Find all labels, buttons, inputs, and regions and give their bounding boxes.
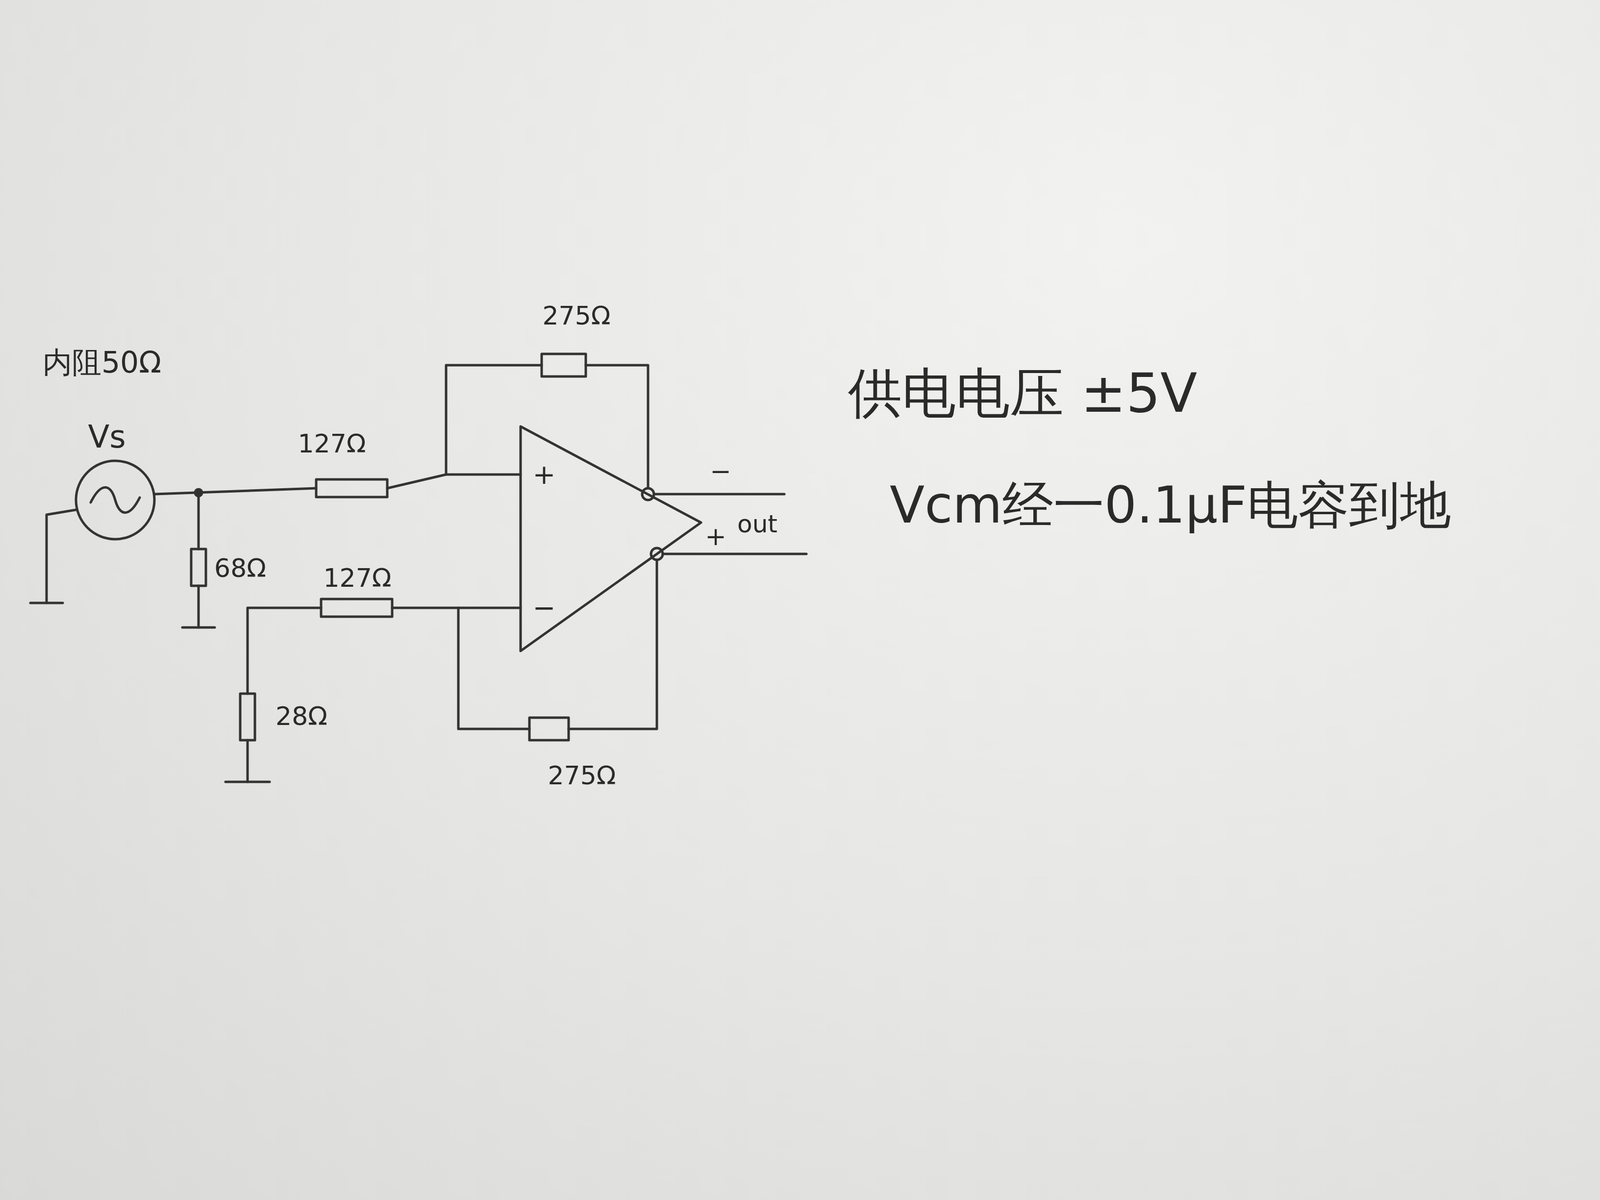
opamp-triangle	[520, 426, 701, 651]
wire	[387, 474, 521, 489]
resistor-value: 68Ω	[214, 554, 267, 583]
opamp-node: +−	[520, 426, 701, 651]
note: Vcm经一0.1μF电容到地	[889, 476, 1451, 533]
wire	[392, 606, 521, 610]
ground-symbol	[182, 626, 215, 629]
resistor-symbol	[541, 353, 586, 377]
wire	[458, 607, 530, 729]
wire	[46, 509, 76, 603]
wire	[154, 488, 317, 495]
output-sign: −	[709, 457, 732, 486]
resistor-value: 275Ω	[542, 301, 611, 330]
ground-symbol	[30, 601, 63, 605]
resistor-symbol	[240, 693, 255, 741]
note: 供电电压 ±5V	[848, 363, 1198, 424]
resistor-value: 28Ω	[275, 702, 328, 731]
ground-symbol	[225, 780, 270, 784]
sine-symbol	[90, 487, 140, 513]
output-sign: +	[704, 522, 727, 551]
wire	[446, 365, 542, 475]
source-name: Vs	[87, 419, 126, 454]
source-impedance: 内阻50Ω	[42, 346, 162, 379]
resistor-symbol	[529, 717, 569, 741]
resistor-value: 127Ω	[298, 429, 367, 458]
wire	[246, 740, 250, 782]
resistor-symbol	[321, 599, 393, 617]
input-sign: +	[532, 460, 556, 489]
resistor-symbol	[316, 479, 388, 498]
wire	[653, 493, 785, 496]
resistor-symbol	[191, 549, 206, 586]
wire	[585, 365, 649, 489]
input-sign: −	[532, 594, 556, 622]
wire	[247, 607, 322, 694]
wire	[197, 492, 200, 550]
wire	[197, 585, 200, 628]
pin-name: out	[737, 510, 778, 538]
resistor-value: 127Ω	[323, 564, 392, 593]
wire	[662, 552, 807, 556]
source-symbol	[75, 460, 155, 540]
resistor-value: 275Ω	[548, 761, 617, 790]
